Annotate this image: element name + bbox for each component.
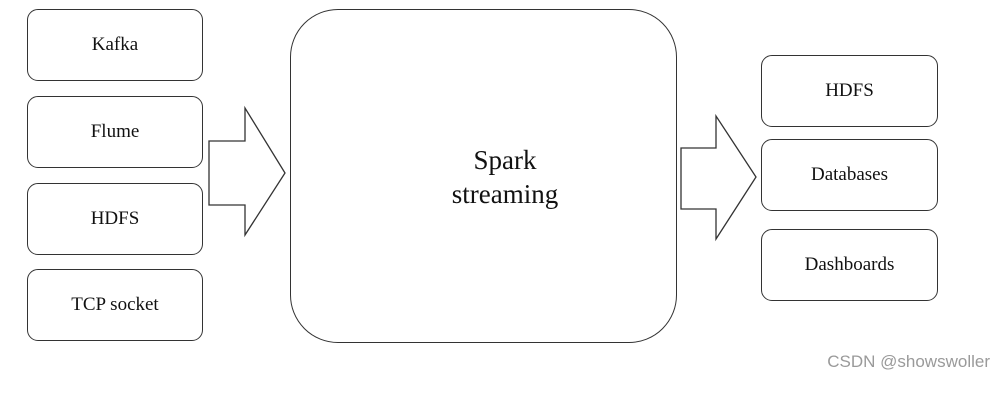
input-arrow-icon [208,105,286,238]
source-label: Kafka [91,34,139,55]
watermark: CSDN @showswoller [827,352,990,371]
sink-box-databases: Databases [761,139,938,211]
core-title-line-1: Spark [473,145,537,175]
source-label: HDFS [90,208,140,229]
sink-box-hdfs: HDFS [761,55,938,127]
core-title-line-2: streaming [451,179,559,209]
sink-box-dashboards: Dashboards [761,229,938,301]
spark-streaming-box [290,9,677,343]
spark-streaming-title: Spark streaming [400,143,610,211]
sink-label: Dashboards [804,254,895,275]
sink-label: Databases [810,164,889,185]
source-box-kafka: Kafka [27,9,203,81]
sink-label: HDFS [825,80,874,101]
source-box-hdfs: HDFS [27,183,203,255]
source-label: Flume [90,121,140,142]
source-box-tcp-socket: TCP socket [27,269,203,341]
source-box-flume: Flume [27,96,203,168]
output-arrow-icon [680,113,757,242]
source-label: TCP socket [71,294,159,315]
